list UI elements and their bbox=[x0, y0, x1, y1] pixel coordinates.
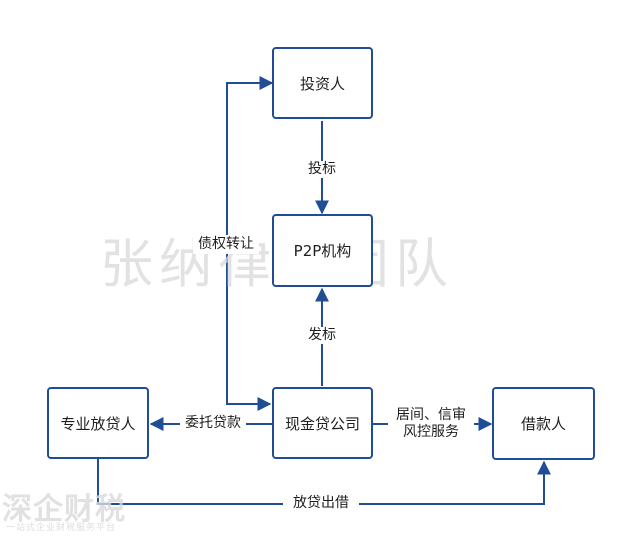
label-service-line1: 居间、信审 bbox=[396, 407, 466, 423]
node-investor: 投资人 bbox=[272, 47, 373, 119]
label-debt-transfer: 债权转让 bbox=[193, 235, 259, 254]
node-borrower: 借款人 bbox=[492, 387, 595, 460]
label-service: 居间、信审 风控服务 bbox=[388, 406, 474, 442]
watermark-brand-sub: 一站式企业财税服务平台 bbox=[6, 523, 117, 533]
label-invest: 投标 bbox=[304, 161, 340, 178]
node-p2p: P2P机构 bbox=[272, 214, 373, 287]
label-disburse: 放贷出借 bbox=[283, 495, 359, 512]
label-issue: 发标 bbox=[304, 327, 340, 344]
watermark-brand: 深企财税 bbox=[2, 492, 126, 527]
label-service-line2: 风控服务 bbox=[403, 424, 459, 440]
label-entrust: 委托贷款 bbox=[180, 415, 246, 432]
node-lender: 专业放贷人 bbox=[47, 387, 149, 459]
node-company: 现金贷公司 bbox=[272, 387, 373, 459]
